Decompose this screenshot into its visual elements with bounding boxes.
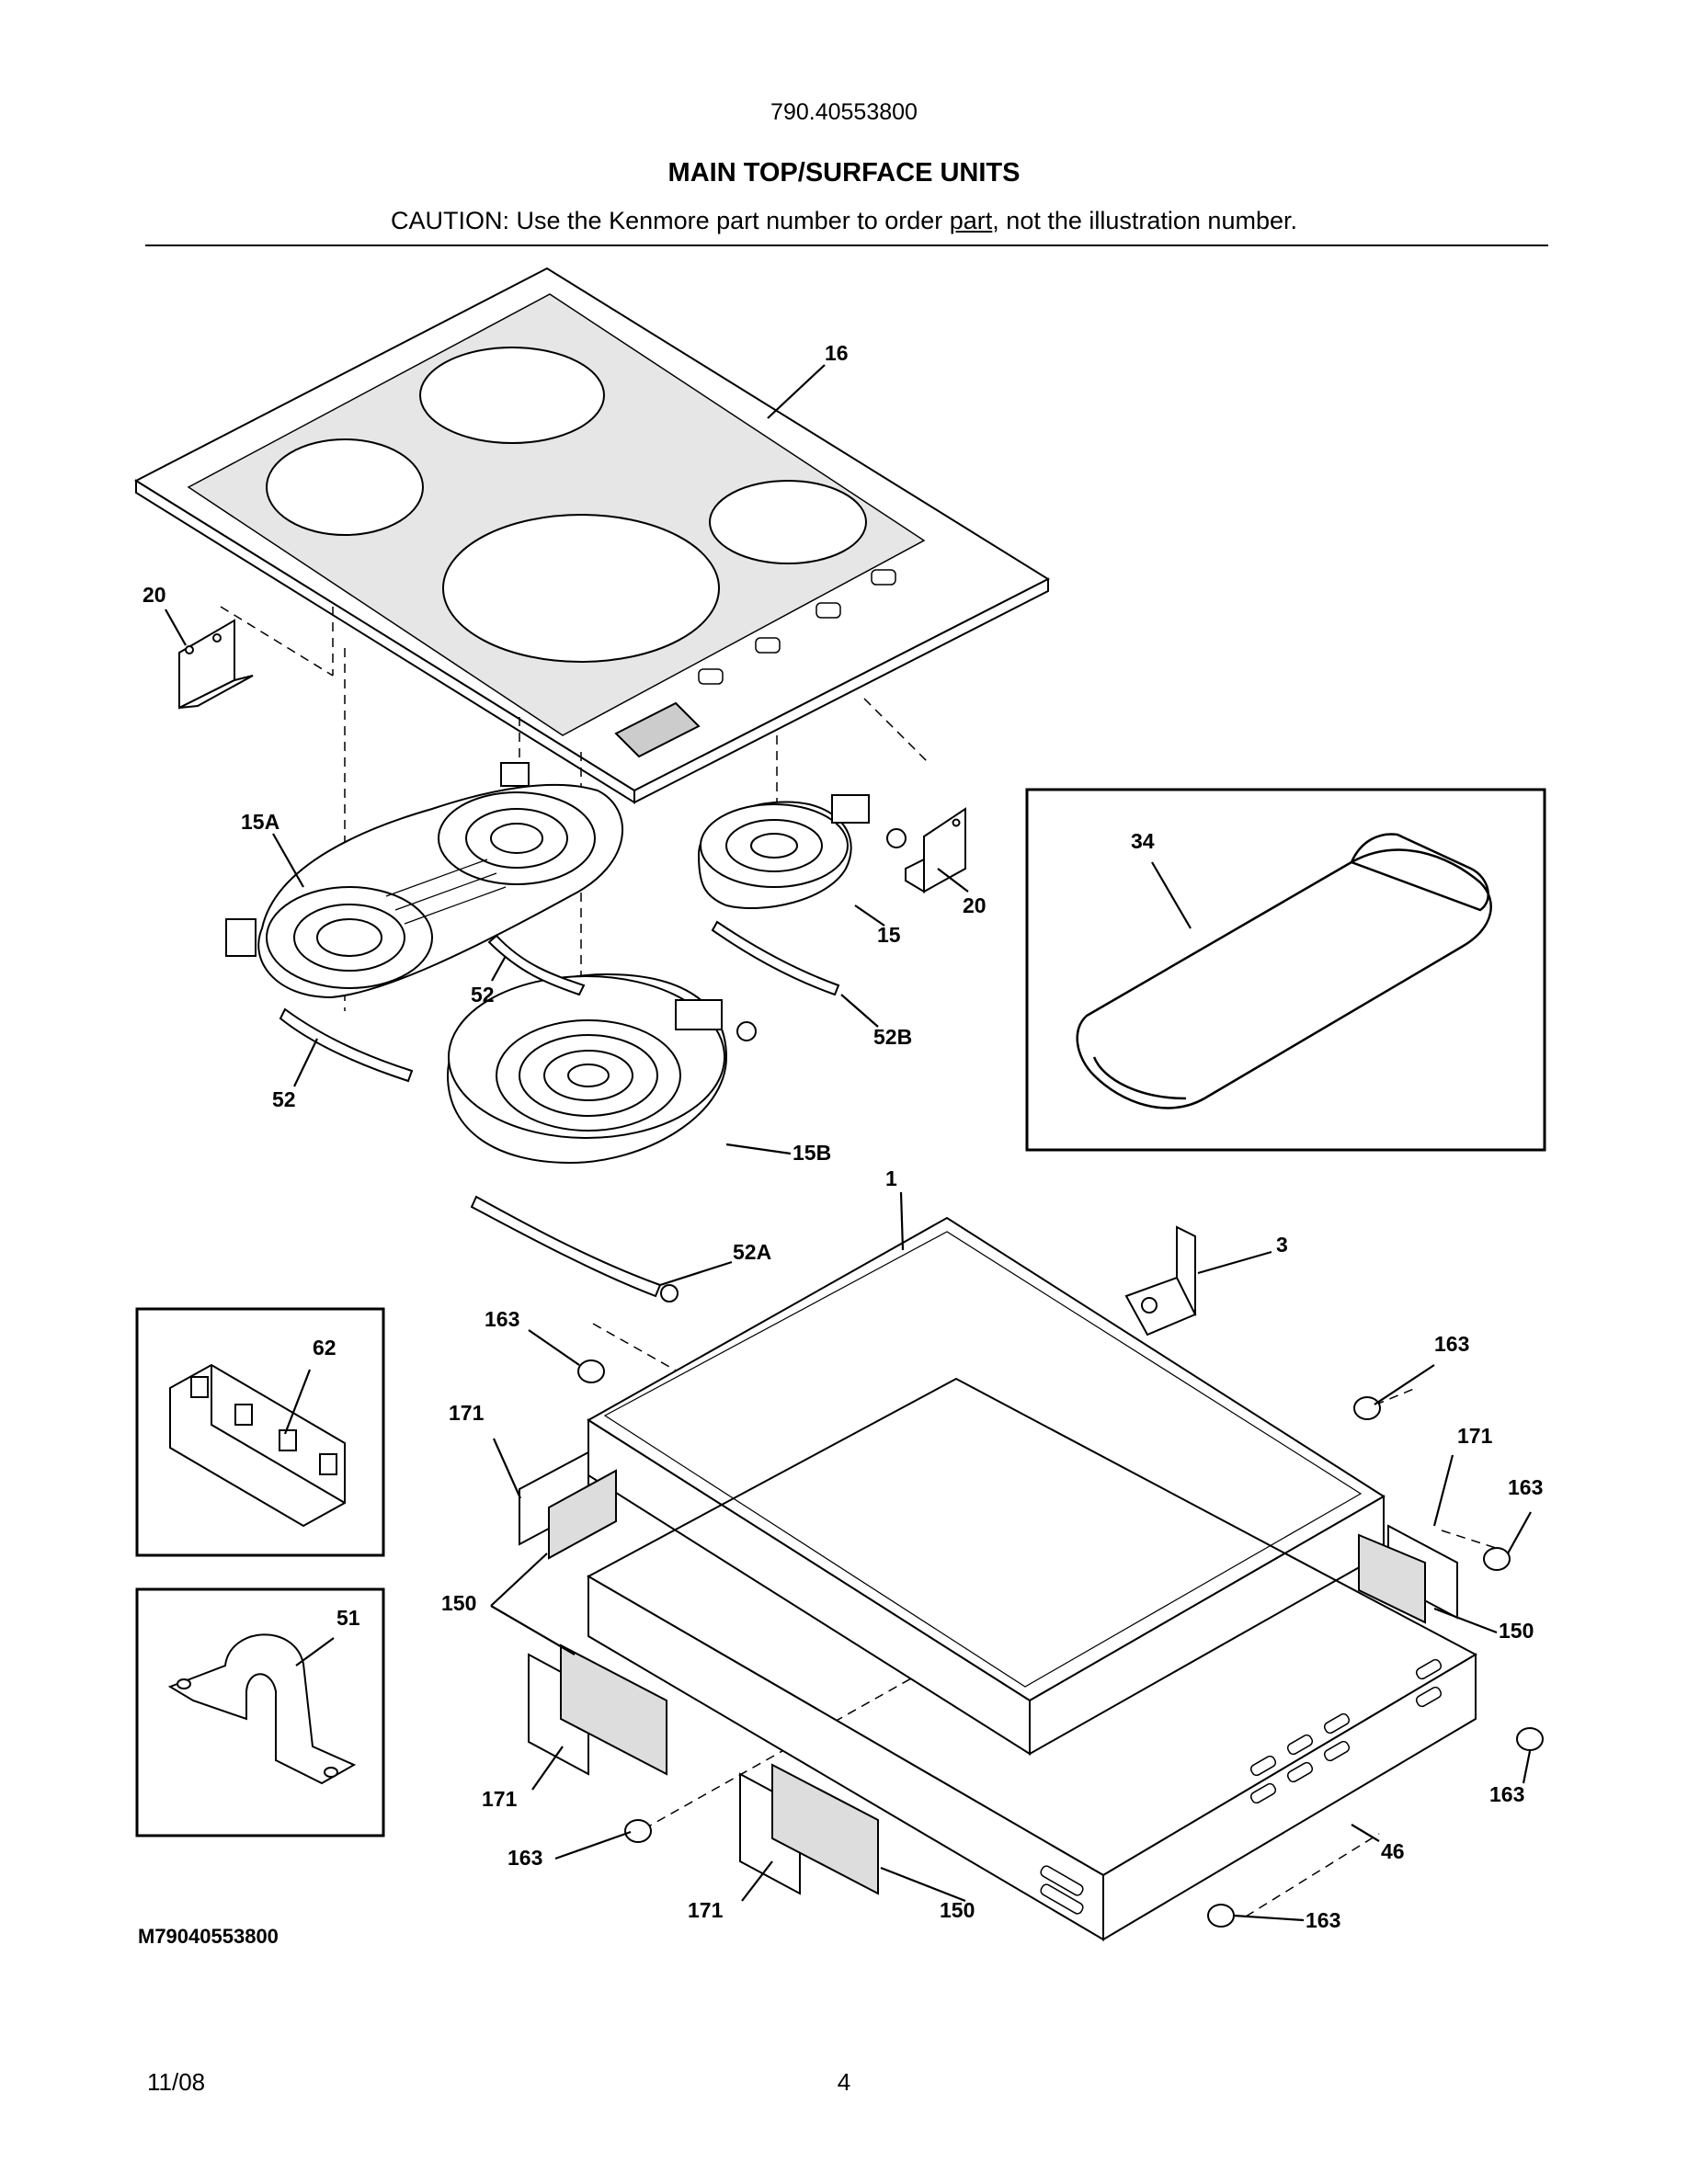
caution-prefix: CAUTION: Use the Kenmore part number to … bbox=[391, 207, 950, 234]
callout-20-left: 20 bbox=[143, 583, 166, 607]
mounting-straps bbox=[279, 920, 840, 1302]
caution-link: part bbox=[949, 207, 993, 234]
callout-52b: 52B bbox=[873, 1025, 912, 1049]
section-title: MAIN TOP/SURFACE UNITS bbox=[667, 158, 1021, 188]
caution-note: CAUTION: Use the Kenmore part number to … bbox=[0, 207, 1688, 235]
callout-150-b: 150 bbox=[1499, 1619, 1534, 1643]
callout-150-a: 150 bbox=[441, 1591, 476, 1615]
griddle-inset bbox=[1025, 788, 1546, 1152]
callout-163-a: 163 bbox=[485, 1307, 519, 1331]
terminal-block-inset bbox=[135, 1307, 385, 1557]
callout-1: 1 bbox=[885, 1166, 897, 1190]
callout-163-b: 163 bbox=[1434, 1332, 1469, 1356]
header-rule bbox=[145, 245, 1548, 246]
bracket-20-right bbox=[905, 807, 966, 893]
radiant-element-15 bbox=[697, 794, 907, 909]
figure-code: M79040553800 bbox=[138, 1925, 279, 1948]
model-number: 790.40553800 bbox=[770, 99, 918, 125]
callout-16: 16 bbox=[825, 341, 849, 365]
cooktop-glass-part bbox=[133, 267, 1051, 804]
callout-163-e: 163 bbox=[508, 1846, 542, 1870]
callout-51: 51 bbox=[336, 1606, 360, 1630]
footer-date: 11/08 bbox=[147, 2068, 206, 2096]
callout-171-b: 171 bbox=[1457, 1424, 1493, 1448]
bracket-20-left bbox=[178, 619, 254, 710]
page-number: 4 bbox=[837, 2068, 851, 2096]
callout-15: 15 bbox=[877, 923, 901, 947]
callout-20-right: 20 bbox=[963, 893, 987, 917]
caution-suffix: , not the illustration number. bbox=[992, 207, 1297, 234]
callout-46: 46 bbox=[1381, 1839, 1405, 1863]
callout-34: 34 bbox=[1131, 829, 1155, 853]
side-panels bbox=[519, 1450, 1458, 1895]
callout-15a: 15A bbox=[241, 810, 279, 834]
callout-163-f: 163 bbox=[1306, 1908, 1340, 1932]
burner-box-1 bbox=[587, 1216, 1386, 1756]
callout-labels: 16 20 15A 15 20 52 52 52B 15B 52A 34 1 3… bbox=[143, 341, 1543, 1932]
callout-163-c: 163 bbox=[1508, 1475, 1543, 1499]
callout-171-a: 171 bbox=[449, 1401, 485, 1425]
callout-150-c: 150 bbox=[940, 1898, 975, 1922]
callout-3: 3 bbox=[1276, 1233, 1288, 1257]
leader-lines bbox=[165, 364, 1532, 1922]
callout-52a: 52A bbox=[733, 1240, 771, 1264]
bracket-3 bbox=[1124, 1225, 1197, 1337]
callout-15b: 15B bbox=[793, 1141, 831, 1165]
callout-52-lower: 52 bbox=[272, 1087, 296, 1111]
callout-171-c: 171 bbox=[482, 1787, 518, 1811]
callout-52-upper: 52 bbox=[471, 983, 495, 1007]
callout-163-d: 163 bbox=[1489, 1782, 1524, 1806]
clamp-inset bbox=[135, 1587, 385, 1837]
callout-62: 62 bbox=[313, 1336, 336, 1359]
radiant-element-15b bbox=[446, 973, 757, 1165]
callout-171-d: 171 bbox=[688, 1898, 724, 1922]
radiant-element-15a bbox=[225, 762, 624, 999]
leveling-feet bbox=[577, 1359, 1544, 1928]
housing-46 bbox=[586, 1377, 1478, 1941]
